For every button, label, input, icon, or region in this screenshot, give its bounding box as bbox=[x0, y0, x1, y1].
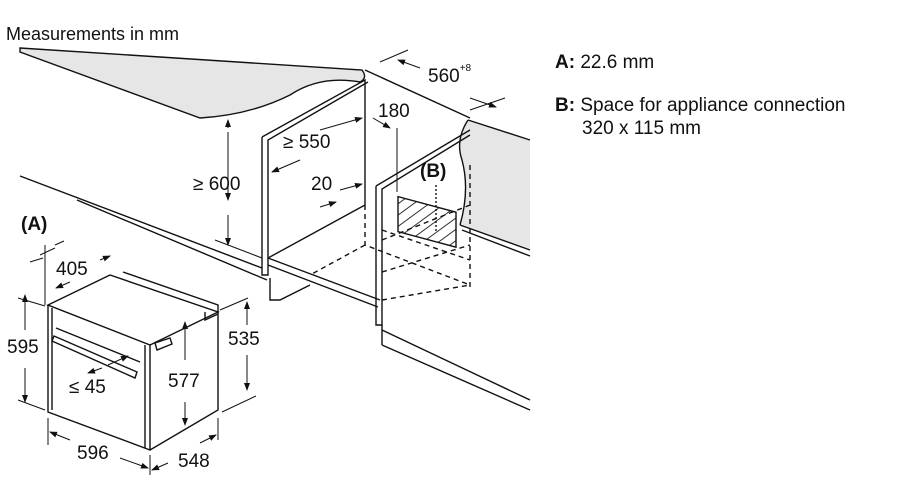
legend-a: A: 22.6 mm bbox=[555, 52, 654, 75]
dim-connection-offset: 180 bbox=[378, 101, 410, 122]
countertop-left bbox=[19, 47, 366, 119]
measurements-title: Measurements in mm bbox=[6, 24, 180, 44]
marker-b: (B) bbox=[420, 161, 447, 182]
legend-a-text: 22.6 mm bbox=[580, 52, 655, 73]
legend-b-key: B: bbox=[555, 95, 576, 116]
dim-oven-inner-height: 577 bbox=[168, 371, 200, 392]
dim-min-height: ≥ 600 bbox=[193, 174, 241, 195]
dim-handle-depth: ≤ 45 bbox=[69, 377, 106, 398]
dim-gap: 20 bbox=[311, 174, 333, 195]
cabinet-left-panel bbox=[261, 78, 369, 276]
dim-oven-body-height: 535 bbox=[228, 329, 260, 350]
legend-b-size: 320 x 115 mm bbox=[582, 117, 701, 139]
dim-oven-height: 595 bbox=[7, 337, 39, 358]
oven-handle bbox=[51, 335, 138, 379]
dim-oven-depth-front: 405 bbox=[56, 259, 88, 280]
dim-value: 560 bbox=[428, 66, 460, 87]
legend-b-text: Space for appliance connection bbox=[580, 95, 846, 116]
legend-a-key: A: bbox=[555, 52, 576, 73]
dim-tolerance: +8 bbox=[459, 63, 472, 74]
dim-min-depth: ≥ 550 bbox=[283, 132, 331, 153]
marker-a: (A) bbox=[21, 214, 48, 235]
countertop-right bbox=[459, 120, 530, 250]
dim-oven-depth: 548 bbox=[178, 451, 210, 472]
dim-oven-width: 596 bbox=[77, 443, 109, 464]
dim-cabinet-depth: 560+8 bbox=[428, 64, 471, 87]
legend-b: B: Space for appliance connection 320 x … bbox=[555, 95, 845, 141]
